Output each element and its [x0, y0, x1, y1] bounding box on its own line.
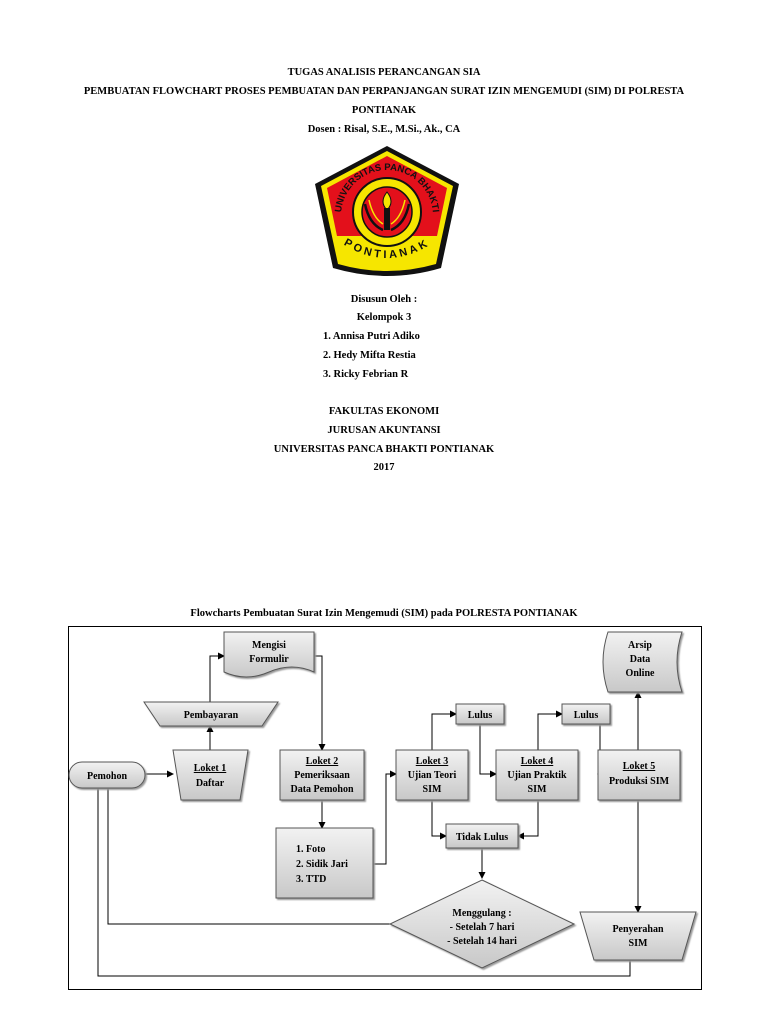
svg-text:Daftar: Daftar	[196, 778, 225, 789]
doc-subtitle-line1: PEMBUATAN FLOWCHART PROSES PEMBUATAN DAN…	[83, 86, 685, 97]
svg-text:- Setelah 14 hari: - Setelah 14 hari	[447, 936, 517, 947]
loket2-shape: Loket 2 Pemeriksaan Data Pemohon	[279, 749, 365, 801]
svg-text:Produksi SIM: Produksi SIM	[609, 776, 670, 787]
loket5-shape: Loket 5 Produksi SIM	[597, 749, 681, 801]
svg-text:Loket 5: Loket 5	[623, 761, 656, 772]
mengisi-formulir-shape: Mengisi Formulir	[223, 631, 315, 678]
year: 2017	[373, 462, 395, 473]
arrow-loket3-lulus	[431, 710, 457, 750]
svg-text:SIM: SIM	[528, 784, 547, 795]
lulus-box-2: Lulus	[561, 703, 611, 725]
svg-text:1. Foto: 1. Foto	[296, 844, 325, 855]
university-logo: UNIVERSITAS PANCA BHAKTI PONTIANAK	[315, 146, 459, 276]
authors-label: Disusun Oleh :	[350, 294, 418, 305]
group-name: Kelompok 3	[356, 312, 412, 323]
loket1-shape: Loket 1 Daftar	[172, 749, 249, 801]
arrow-requirements-loket3	[373, 770, 397, 865]
faculty: FAKULTAS EKONOMI	[328, 406, 440, 417]
svg-text:Loket 4: Loket 4	[521, 756, 554, 767]
svg-text:Ujian Teori: Ujian Teori	[408, 770, 457, 781]
svg-text:Penyerahan: Penyerahan	[612, 924, 664, 935]
arsip-data-online-shape: Arsip Data Online	[602, 631, 683, 693]
arrow-menggulang-pemohon	[104, 781, 390, 925]
svg-text:Lulus: Lulus	[468, 710, 493, 721]
doc-title: TUGAS ANALISIS PERANCANGAN SIA	[287, 67, 481, 78]
svg-text:Formulir: Formulir	[249, 654, 289, 665]
loket4-shape: Loket 4 Ujian Praktik SIM	[495, 749, 579, 801]
svg-text:SIM: SIM	[629, 938, 648, 949]
menggulang-decision: Menggulang : - Setelah 7 hari - Setelah …	[388, 879, 576, 969]
lecturer: Dosen : Risal, S.E., M.Si., Ak., CA	[307, 124, 461, 135]
loket3-shape: Loket 3 Ujian Teori SIM	[395, 749, 469, 801]
requirements-box: 1. Foto 2. Sidik Jari 3. TTD	[275, 827, 374, 899]
lulus-box-1: Lulus	[455, 703, 505, 725]
svg-text:Loket 1: Loket 1	[194, 763, 227, 774]
pemohon-terminator: Pemohon	[68, 761, 146, 789]
svg-text:Mengisi: Mengisi	[252, 640, 286, 651]
arrow-penyerahan-pemohon	[94, 781, 631, 977]
svg-text:Online: Online	[626, 668, 655, 679]
svg-text:Pembayaran: Pembayaran	[184, 710, 239, 721]
svg-text:Loket 2: Loket 2	[306, 756, 339, 767]
svg-text:SIM: SIM	[423, 784, 442, 795]
flowchart-diagram: Pemohon Loket 1 Daftar Pembayaran Mengis…	[68, 631, 697, 977]
svg-text:- Setelah 7 hari: - Setelah 7 hari	[450, 922, 515, 933]
svg-text:3. TTD: 3. TTD	[296, 874, 326, 885]
university-name: UNIVERSITAS PANCA BHAKTI PONTIANAK	[273, 444, 495, 455]
svg-text:Data: Data	[630, 654, 651, 665]
arrow-loket3-tidaklulus	[431, 800, 447, 840]
svg-text:Menggulang :: Menggulang :	[452, 908, 511, 919]
arrow-mengisi-loket2	[314, 655, 326, 751]
svg-text:Data Pemohon: Data Pemohon	[290, 784, 353, 795]
arrow-lulus-loket4	[479, 724, 497, 778]
svg-text:Ujian Praktik: Ujian Praktik	[507, 770, 567, 781]
svg-text:Tidak Lulus: Tidak Lulus	[456, 832, 508, 843]
penyerahan-sim-shape: Penyerahan SIM	[579, 911, 697, 961]
svg-text:Loket 3: Loket 3	[416, 756, 449, 767]
member-2: 2. Hedy Mifta Restia	[323, 350, 416, 361]
flowchart-frame	[68, 626, 702, 990]
svg-text:Lulus: Lulus	[574, 710, 599, 721]
flowchart-title: Flowcharts Pembuatan Surat Izin Mengemud…	[190, 608, 578, 619]
svg-text:2. Sidik Jari: 2. Sidik Jari	[296, 859, 348, 870]
pembayaran-shape: Pembayaran	[143, 701, 279, 727]
arrow-loket4-lulus	[537, 710, 563, 750]
member-3: 3. Ricky Febrian R	[323, 369, 409, 380]
department: JURUSAN AKUNTANSI	[327, 425, 441, 436]
svg-text:Arsip: Arsip	[628, 640, 652, 651]
svg-text:Pemeriksaan: Pemeriksaan	[294, 770, 350, 781]
svg-text:Pemohon: Pemohon	[87, 771, 127, 782]
doc-subtitle-line2: PONTIANAK	[351, 105, 417, 116]
member-1: 1. Annisa Putri Adiko	[323, 331, 420, 342]
arrow-pembayaran-mengisi	[209, 652, 225, 702]
arrow-loket4-tidaklulus	[517, 800, 539, 840]
tidak-lulus-box: Tidak Lulus	[445, 823, 519, 849]
